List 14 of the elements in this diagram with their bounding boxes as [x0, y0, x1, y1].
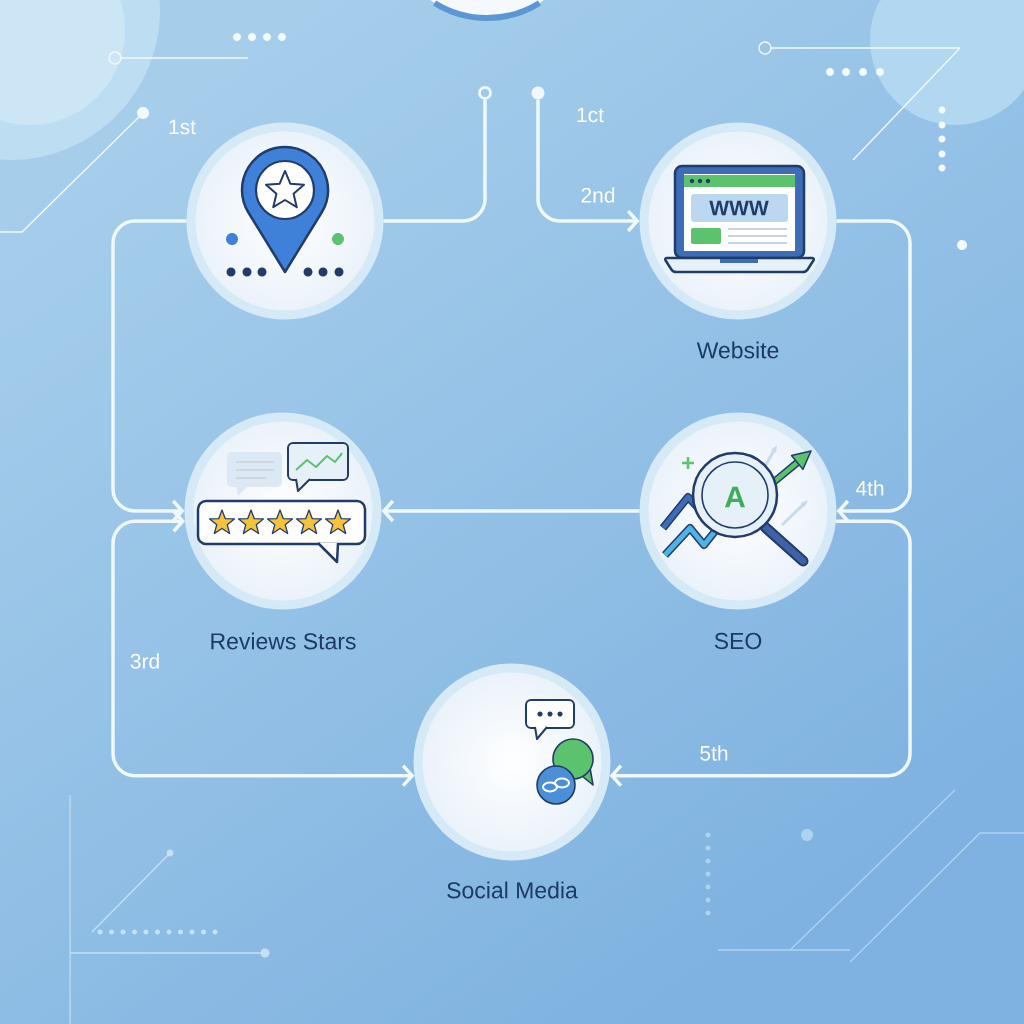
- edge-label: 2nd: [581, 187, 615, 203]
- node-label: Website: [696, 341, 779, 359]
- screen-text: WWW: [709, 200, 769, 216]
- lens-letter: A: [724, 486, 746, 508]
- step-label: 1ct: [577, 107, 604, 123]
- edge-label: 3rd: [130, 653, 159, 669]
- edge-label: 5th: [700, 745, 728, 761]
- line-end-ring: [478, 86, 492, 100]
- node-label: Reviews Stars: [211, 632, 356, 650]
- node-label: SEO: [714, 632, 762, 650]
- node-label: Social Media: [447, 881, 578, 899]
- edge-label: 4th: [855, 480, 884, 496]
- step-label: 1st: [169, 119, 196, 135]
- circle-node: [430, 0, 544, 21]
